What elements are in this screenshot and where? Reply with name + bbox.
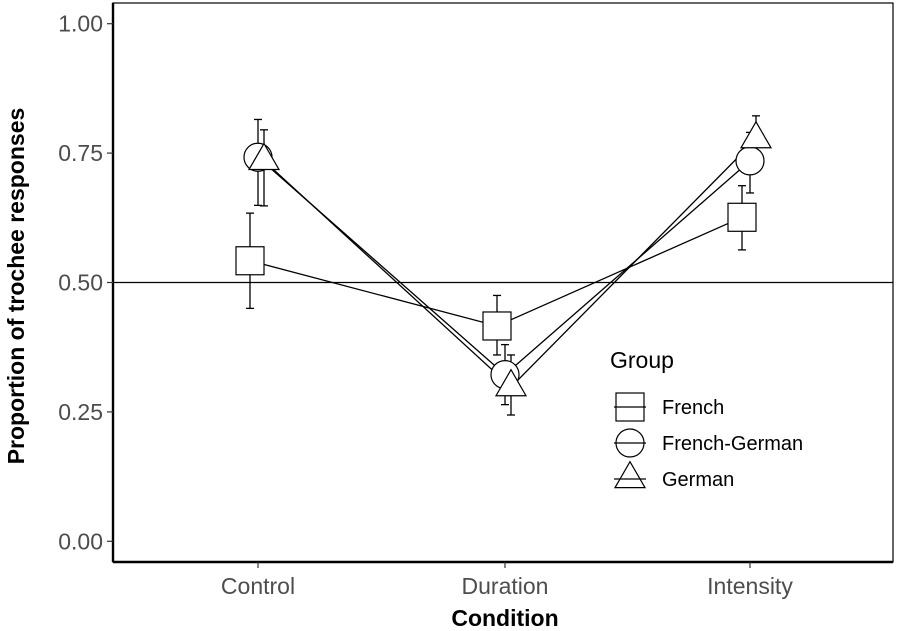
data-point-square (727, 202, 757, 232)
y-tick-label: 0.00 (58, 528, 103, 554)
triangle-marker-shape (494, 368, 528, 397)
data-point-triangle (247, 142, 281, 171)
square-marker-shape (235, 246, 265, 276)
square-marker-shape (727, 202, 757, 232)
legend-item: French (614, 392, 724, 422)
y-tick-label: 0.75 (58, 140, 103, 166)
legend-label: French-German (662, 433, 803, 455)
data-point-triangle (739, 120, 773, 149)
legend-label: German (662, 469, 734, 491)
data-point-square (235, 246, 265, 276)
y-tick-label: 0.25 (58, 399, 103, 425)
x-axis-title: Condition (451, 605, 558, 631)
data-point-triangle (494, 368, 528, 397)
square-marker-shape (482, 311, 512, 341)
x-tick-label: Control (221, 573, 295, 599)
y-axis-title: Proportion of trochee responses (3, 108, 29, 465)
data-point-circle (735, 146, 765, 176)
legend-item: German (613, 460, 734, 491)
y-tick-label: 0.50 (58, 270, 103, 296)
legend-key-triangle (613, 460, 647, 489)
legend-item: French-German (614, 428, 803, 458)
x-tick-label: Duration (462, 573, 549, 599)
data-point-square (482, 311, 512, 341)
legend-title: Group (610, 347, 674, 373)
triangle-marker-shape (247, 142, 281, 171)
y-tick-label: 1.00 (58, 11, 103, 37)
series-markers (235, 120, 773, 397)
legend-label: French (662, 397, 724, 419)
triangle-marker-shape (613, 460, 647, 489)
x-axis-ticks: Control Duration Intensity (221, 562, 793, 599)
triangle-marker-shape (739, 120, 773, 149)
y-axis-ticks: 0.00 0.25 0.50 0.75 1.00 (58, 11, 113, 554)
circle-marker-shape (735, 146, 765, 176)
x-tick-label: Intensity (707, 573, 793, 599)
